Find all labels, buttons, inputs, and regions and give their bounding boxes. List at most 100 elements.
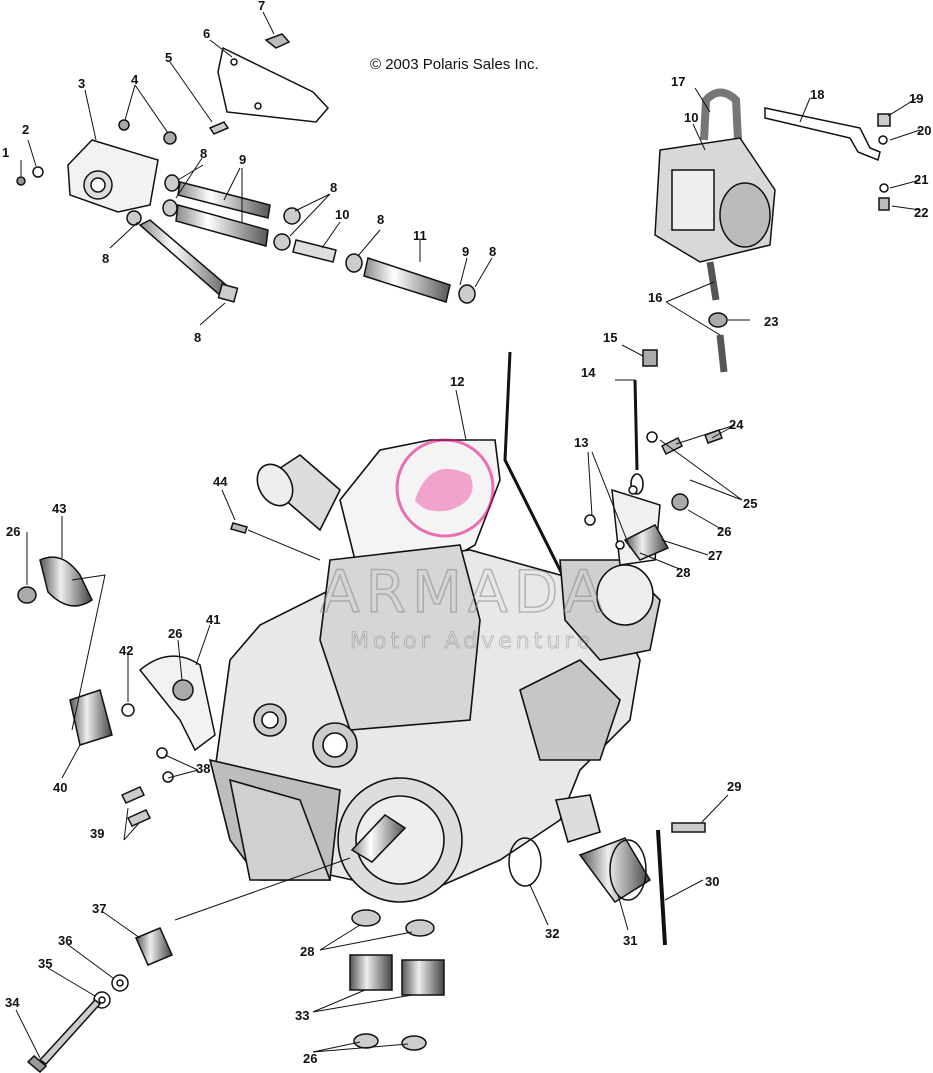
watermark-logo-circle [395,438,495,538]
screw-15 [642,349,658,367]
callout-14: 14 [581,365,596,380]
engine-assembly [208,351,661,903]
strap-30 [656,829,667,946]
callout-41: 41 [206,612,220,627]
fuel-filter-10 [292,239,337,263]
bolt-24 [660,436,684,456]
screw-44 [230,522,248,534]
nut-26-bottom-a [353,1033,379,1049]
callout-13: 13 [574,435,588,450]
callout-26-d: 26 [303,1051,317,1066]
nut-4a [118,119,130,131]
callout-2: 2 [22,122,29,137]
callout-8-a: 8 [200,146,207,161]
callout-7: 7 [258,0,265,13]
callout-3: 3 [78,76,85,91]
bolt-34 [38,998,102,1065]
mount-33b [401,959,445,996]
mount-27 [623,524,670,561]
callout-42: 42 [119,643,133,658]
watermark-tagline: Motor Adventure [350,629,594,654]
callout-1: 1 [2,145,9,160]
callout-11: 11 [413,228,427,243]
washer-25 [646,431,658,443]
grommet-23 [708,312,728,328]
mount-33a [349,954,393,991]
heat-shield-43 [39,556,93,607]
callout-28-a: 28 [676,565,690,580]
callout-34: 34 [5,995,20,1010]
washer-20 [878,135,888,145]
callout-31: 31 [623,933,637,948]
bottom-parts-group [26,822,706,1073]
callout-8-f: 8 [194,330,201,345]
callout-17: 17 [671,74,685,89]
callout-28-b: 28 [300,944,314,959]
callout-30: 30 [705,874,719,889]
mount-bracket-41 [138,655,216,752]
callout-38: 38 [196,761,210,776]
fuel-pump-group [16,33,476,304]
callout-35: 35 [38,956,52,971]
hose-16 [706,261,728,373]
screw-5 [208,121,230,135]
callout-6: 6 [203,26,210,41]
callout-22: 22 [914,205,928,220]
bolt-34-head [26,1054,48,1073]
fuel-pump-body [67,139,159,213]
callout-15: 15 [603,330,617,345]
callout-36: 36 [58,933,72,948]
nut-26-left [17,586,37,604]
clamp-32 [508,837,542,887]
bushing-19 [877,113,891,127]
callout-16: 16 [648,290,662,305]
callout-12: 12 [450,374,464,389]
screw-1 [16,176,26,186]
callout-8-d: 8 [377,212,384,227]
hose-11 [363,257,451,303]
callout-39: 39 [90,826,104,841]
carburetor-group [654,88,891,373]
callout-33: 33 [295,1008,309,1023]
exhaust-coupler-31 [578,837,652,904]
crankshaft-end [350,813,407,864]
watermark-logo-swirl [415,468,473,512]
right-mount-group [584,349,723,566]
callout-8-c: 8 [102,251,109,266]
callout-40: 40 [53,780,67,795]
copyright-notice: © 2003 Polaris Sales Inc. [370,56,539,73]
washer-13 [584,514,596,526]
callout-18: 18 [810,87,824,102]
hose-17 [700,88,744,181]
callout-23: 23 [764,314,778,329]
exhaust-outlet [519,659,621,761]
callout-44: 44 [213,474,228,489]
clamp-8 [217,283,239,303]
callout-26-b: 26 [168,626,182,641]
washer-21 [879,183,889,193]
callout-19: 19 [909,91,923,106]
bolt-29 [671,822,706,833]
callout-32: 32 [545,926,559,941]
callout-9-b: 9 [462,244,469,259]
callout-27: 27 [708,548,722,563]
callout-10-b: 10 [684,110,698,125]
callout-21: 21 [914,172,928,187]
nut-4b [163,131,177,145]
washer-42 [121,703,135,717]
rubber-mount-40 [69,689,113,746]
cable-14b [633,379,639,471]
callout-8-e: 8 [489,244,496,259]
callout-25: 25 [743,496,757,511]
callout-5: 5 [165,50,172,65]
callout-37: 37 [92,901,106,916]
armada-watermark: ARMADA Motor Adventure [319,438,604,654]
screw-22 [878,197,890,211]
washer-28a [351,909,381,927]
bushing-7 [264,33,291,49]
callout-8-b: 8 [330,180,337,195]
washer-28b [405,919,435,937]
mounting-plate-6 [217,46,330,123]
